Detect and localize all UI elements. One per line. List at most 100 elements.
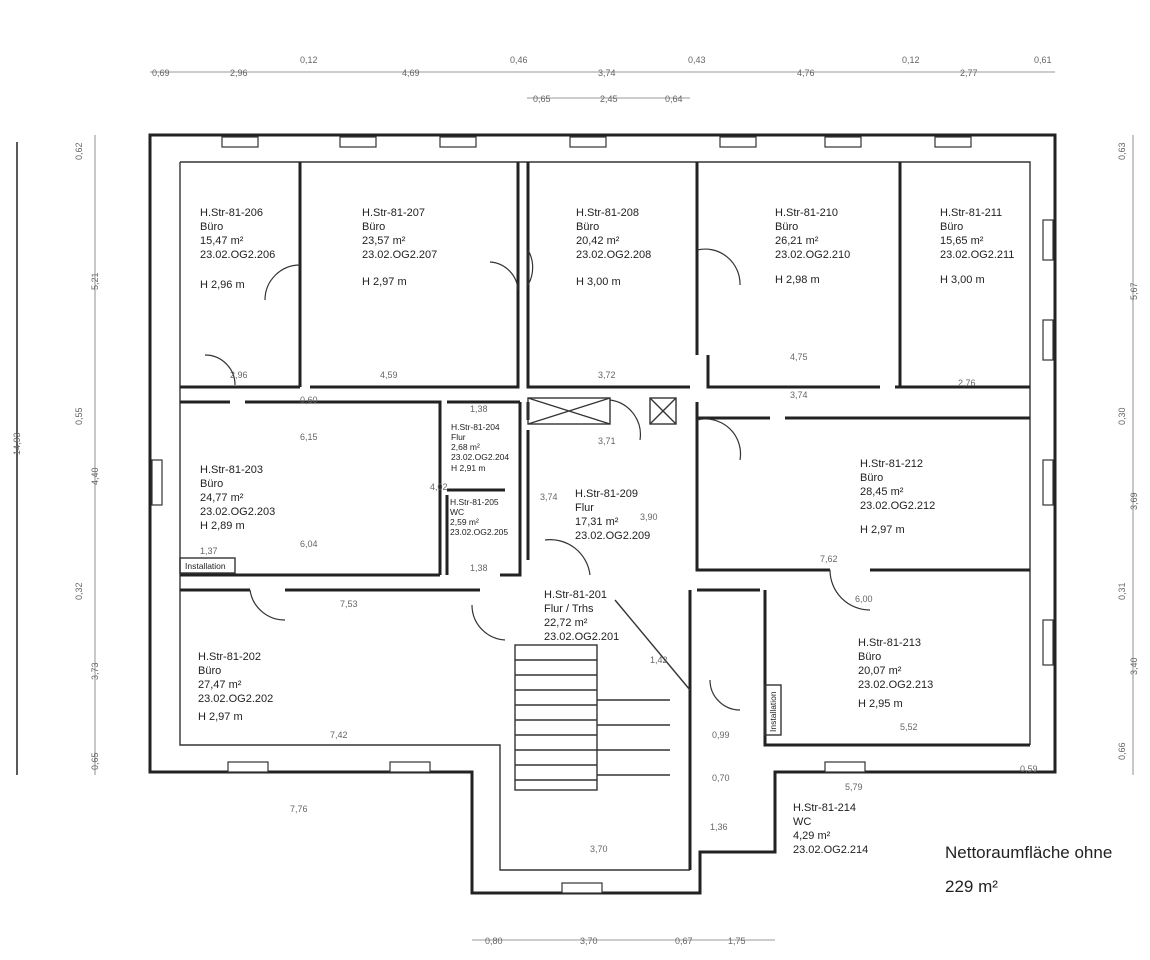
dim-label: 0,99 [712, 730, 730, 740]
dim-label: 0,31 [1117, 582, 1127, 600]
room-use: Büro [198, 665, 221, 677]
doors [204, 248, 871, 711]
room-area: 27,47 m² [198, 679, 242, 691]
dim-label: 4,76 [797, 68, 815, 78]
room-214: H.Str-81-214 WC 4,29 m² 23.02.OG2.214 [793, 802, 868, 856]
dim-label: 3,70 [590, 844, 608, 854]
dim-label: 1,38 [470, 563, 488, 573]
room-205: H.Str-81-205 WC 2,59 m² 23.02.OG2.205 [450, 497, 508, 537]
room-code: 23.02.OG2.214 [793, 844, 868, 856]
room-area: 28,45 m² [860, 486, 904, 498]
room-code: 23.02.OG2.203 [200, 506, 275, 518]
room-id: H.Str-81-212 [860, 458, 923, 470]
dim-label: 0,60 [300, 395, 318, 405]
room-code: 23.02.OG2.213 [858, 679, 933, 691]
right-dimension-chain: 0,63 5,67 0,30 3,69 0,31 3,40 0,66 [1117, 135, 1139, 775]
dim-label: 1,36 [710, 822, 728, 832]
room-code: 23.02.OG2.210 [775, 249, 850, 261]
dim-label: 4,59 [380, 370, 398, 380]
staircase [514, 599, 691, 791]
left-dimension-chain: 14,93 0,62 5,21 0,55 4,40 0,32 3,73 0,65 [12, 135, 100, 775]
dim-label: 3,71 [598, 436, 616, 446]
room-code: 23.02.OG2.206 [200, 249, 275, 261]
dim-label: 3,72 [598, 370, 616, 380]
dim-label: 5,79 [845, 782, 863, 792]
dim-label: 0,69 [152, 68, 170, 78]
room-height: H 2,96 m [200, 279, 245, 291]
room-area: 15,47 m² [200, 235, 244, 247]
installation-box [764, 684, 782, 736]
room-id: H.Str-81-209 [575, 488, 638, 500]
room-201: H.Str-81-201 Flur / Trhs 22,72 m² 23.02.… [544, 589, 619, 643]
room-203: H.Str-81-203 Büro 24,77 m² 23.02.OG2.203… [200, 464, 275, 532]
room-213: H.Str-81-213 Büro 20,07 m² 23.02.OG2.213… [858, 637, 933, 710]
room-area: 2,68 m² [451, 442, 480, 452]
room-area: 22,72 m² [544, 617, 588, 629]
dim-label: 7,76 [290, 804, 308, 814]
dim-label: 0,70 [712, 773, 730, 783]
room-area: 23,57 m² [362, 235, 406, 247]
dim-label: 2,76 [958, 378, 976, 388]
top-dimension-chain: 0,69 2,96 4,69 3,74 4,76 2,77 0,12 0,46 … [150, 55, 1055, 104]
dim-label: 2,77 [960, 68, 978, 78]
dim-label: 0,64 [665, 94, 683, 104]
bottom-dimension-chain: 0,80 3,70 0,67 1,75 [472, 936, 775, 946]
installation-label: Installation [185, 561, 226, 571]
room-use: Flur / Trhs [544, 603, 594, 615]
dim-label: 1,75 [728, 936, 746, 946]
room-202: H.Str-81-202 Büro 27,47 m² 23.02.OG2.202… [198, 651, 273, 723]
dim-label: 5,67 [1129, 282, 1139, 300]
windows [151, 136, 1054, 894]
room-code: 23.02.OG2.211 [940, 249, 1014, 261]
room-use: Büro [362, 221, 385, 233]
dim-label: 0,12 [300, 55, 318, 65]
room-use: Flur [575, 502, 594, 514]
room-code: 23.02.OG2.212 [860, 500, 935, 512]
room-height: H 2,97 m [860, 524, 905, 536]
room-id: H.Str-81-204 [451, 422, 500, 432]
dim-label: 0,43 [688, 55, 706, 65]
dim-label: 7,53 [340, 599, 358, 609]
dim-label: 6,00 [855, 594, 873, 604]
room-code: 23.02.OG2.204 [451, 452, 509, 462]
room-use: Büro [576, 221, 599, 233]
dim-label: 1,42 [650, 655, 668, 665]
dim-label: 4,40 [90, 467, 100, 485]
room-code: 23.02.OG2.201 [544, 631, 619, 643]
dim-label: 4,75 [790, 352, 808, 362]
dim-label: 5,52 [900, 722, 918, 732]
dim-label: 0,61 [1034, 55, 1052, 65]
room-use: WC [793, 816, 811, 828]
dim-label: 6,04 [300, 539, 318, 549]
net-area-label: Nettoraumfläche ohne [945, 843, 1112, 862]
dim-label: 3,74 [540, 492, 558, 502]
net-area-value: 229 m² [945, 877, 998, 896]
room-206: H.Str-81-206 Büro 15,47 m² 23.02.OG2.206… [200, 207, 275, 291]
dim-label: 3,74 [790, 390, 808, 400]
room-210: H.Str-81-210 Büro 26,21 m² 23.02.OG2.210… [775, 207, 850, 286]
dim-label: 4,02 [430, 482, 448, 492]
dim-label: 0,30 [1117, 407, 1127, 425]
dim-label: 2,96 [230, 68, 248, 78]
dim-label: 0,63 [1117, 142, 1127, 160]
room-id: H.Str-81-214 [793, 802, 856, 814]
room-id: H.Str-81-213 [858, 637, 921, 649]
dim-label: 3,69 [1129, 492, 1139, 510]
room-id: H.Str-81-206 [200, 207, 263, 219]
room-use: Büro [200, 221, 223, 233]
dim-label: 7,62 [820, 554, 838, 564]
shaft [649, 397, 677, 425]
dim-label: 3,74 [598, 68, 616, 78]
room-id: H.Str-81-208 [576, 207, 639, 219]
dim-label: 2,96 [230, 370, 248, 380]
room-height: H 2,91 m [451, 463, 486, 473]
room-id: H.Str-81-201 [544, 589, 607, 601]
room-use: Büro [858, 651, 881, 663]
room-code: 23.02.OG2.209 [575, 530, 650, 542]
room-area: 15,65 m² [940, 235, 984, 247]
shaft [527, 397, 611, 425]
room-code: 23.02.OG2.208 [576, 249, 651, 261]
room-use: Büro [775, 221, 798, 233]
